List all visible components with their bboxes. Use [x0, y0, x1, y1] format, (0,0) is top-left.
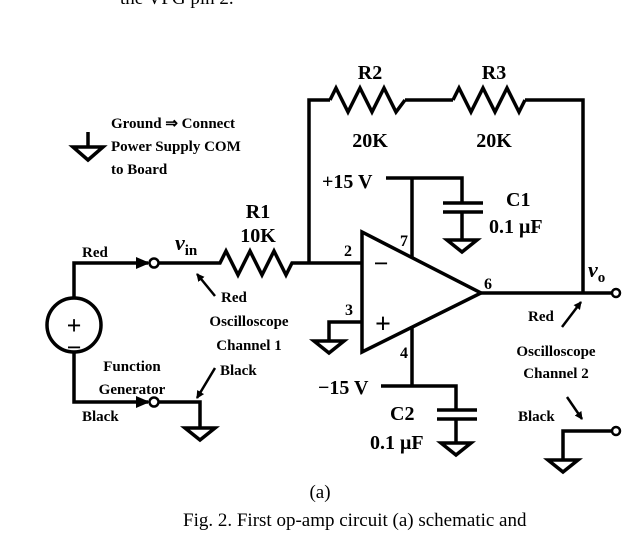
positive-supply-wire [386, 176, 464, 258]
r3-label: R3 [482, 62, 506, 84]
legend-line-2: Power Supply COM [111, 139, 241, 155]
source-ground-terminal [148, 396, 160, 408]
pin-3-label: 3 [345, 302, 353, 319]
positive-supply-label: +15 V [322, 171, 373, 193]
capacitor-c1-icon [443, 201, 483, 214]
c2-value: 0.1 μF [370, 432, 424, 454]
ground-legend-icon [68, 132, 108, 163]
output-terminal [610, 287, 622, 299]
scope2-black-arrow-icon [565, 396, 584, 420]
c2-label: C2 [390, 403, 414, 425]
figure-caption: Fig. 2. First op-amp circuit (a) schemat… [183, 510, 527, 531]
scope1-red-arrow-icon [196, 273, 216, 297]
ground-icon [436, 441, 476, 458]
pin-7-label: 7 [400, 233, 408, 250]
r1-label: R1 [246, 201, 270, 223]
opamp-minus: − [374, 249, 389, 278]
noninverting-wire [327, 320, 362, 341]
scope1-black-arrow-icon [195, 367, 217, 399]
ground-icon [543, 458, 583, 475]
c1-value: 0.1 μF [489, 216, 543, 238]
resistor-r3-icon [451, 84, 527, 116]
r1-value: 10K [240, 225, 276, 247]
scope2-black-label: Black [518, 409, 555, 425]
feedback-wire [307, 98, 585, 293]
scope1-line-2: Channel 1 [216, 338, 281, 354]
vo-label: vo [588, 257, 605, 286]
negative-supply-wire [381, 326, 458, 443]
opamp-plus: + [375, 309, 391, 340]
scope2-line-2: Channel 2 [523, 366, 588, 382]
legend-line-3: to Board [111, 162, 168, 178]
scope2-ground-terminal [610, 425, 622, 437]
function-generator-line-2: Generator [99, 382, 166, 398]
scope1-line-1: Oscilloscope [209, 314, 289, 330]
legend-line-1: Ground ⇒ Connect [111, 116, 235, 132]
source-black-wire [72, 352, 150, 408]
vin-label: vin [175, 230, 198, 259]
scope1-black-label: Black [220, 363, 257, 379]
r2-label: R2 [358, 62, 382, 84]
scope2-ground-wire [561, 429, 612, 460]
scope2-line-1: Oscilloscope [516, 344, 596, 360]
negative-supply-label: −15 V [318, 377, 369, 399]
resistor-r2-icon [328, 84, 407, 116]
opamp-icon [360, 229, 485, 355]
r3-value: 20K [476, 130, 512, 152]
scope2-red-arrow-icon [561, 301, 582, 328]
function-generator-line-1: Function [103, 359, 161, 375]
scope2-red-label: Red [528, 309, 554, 325]
ground-icon [180, 426, 220, 443]
r2-value: 20K [352, 130, 388, 152]
resistor-r1-icon [159, 247, 362, 279]
source-red-label: Red [82, 245, 108, 261]
vin-terminal [148, 257, 160, 269]
source-black-label: Black [82, 409, 119, 425]
pin-4-label: 4 [400, 345, 408, 362]
subfigure-label: (a) [309, 482, 330, 503]
source-ground-wire [159, 400, 202, 428]
capacitor-c2-icon [437, 408, 477, 421]
source-minus: − [67, 333, 82, 362]
ground-icon [442, 238, 482, 255]
ground-icon [309, 339, 349, 356]
source-red-wire [72, 257, 150, 298]
top-clipped-text: the VFG pin 2. [120, 0, 234, 9]
pin-6-label: 6 [484, 276, 492, 293]
scope1-red-label: Red [221, 290, 247, 306]
pin-2-label: 2 [344, 243, 352, 260]
c1-label: C1 [506, 189, 530, 211]
source-plus: + [67, 311, 82, 340]
